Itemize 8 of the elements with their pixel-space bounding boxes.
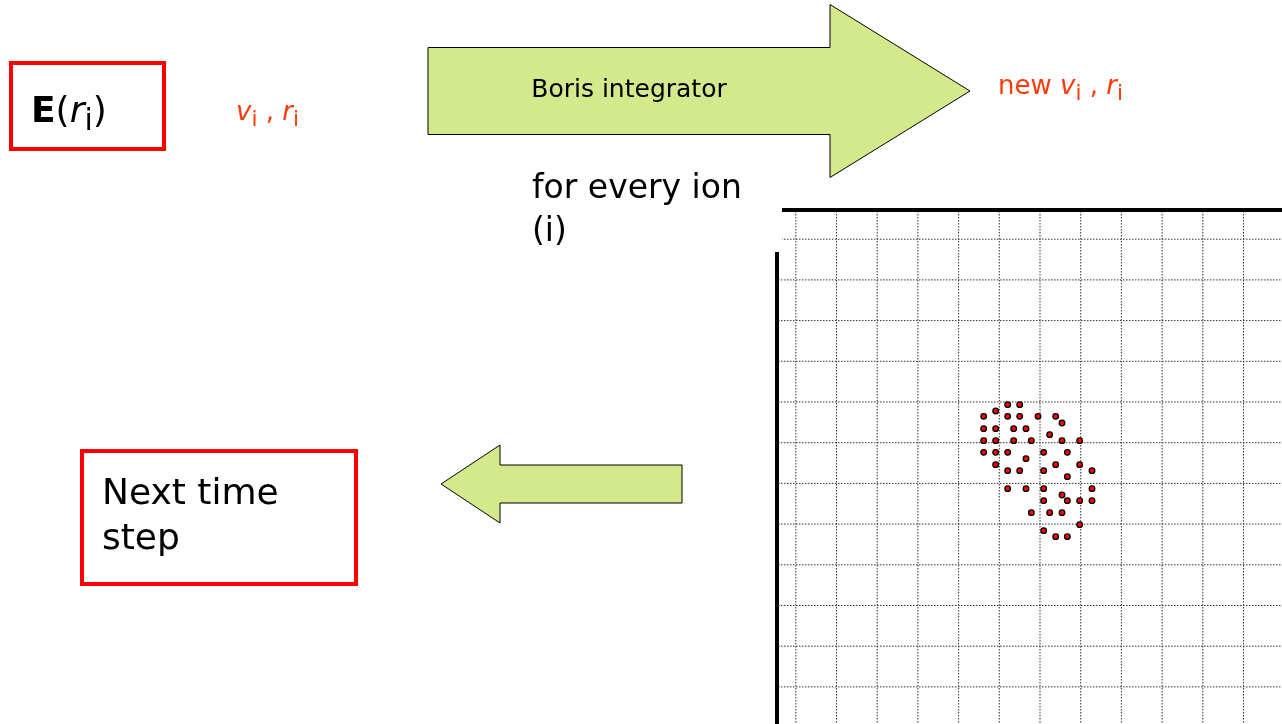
variable-label: new v$_{i}$ , r$_{i}$ bbox=[998, 70, 1158, 110]
process-box: Next time step bbox=[80, 449, 358, 586]
field-box: E(r$_{i}$) bbox=[9, 61, 166, 151]
edge-label: Boris integrator bbox=[530, 74, 728, 103]
particle-grid-drawing bbox=[775, 208, 1282, 724]
block-arrow bbox=[440, 444, 683, 524]
variable-label: v$_{i}$ , r$_{i}$ bbox=[236, 96, 326, 136]
block-arrow bbox=[427, 4, 971, 178]
